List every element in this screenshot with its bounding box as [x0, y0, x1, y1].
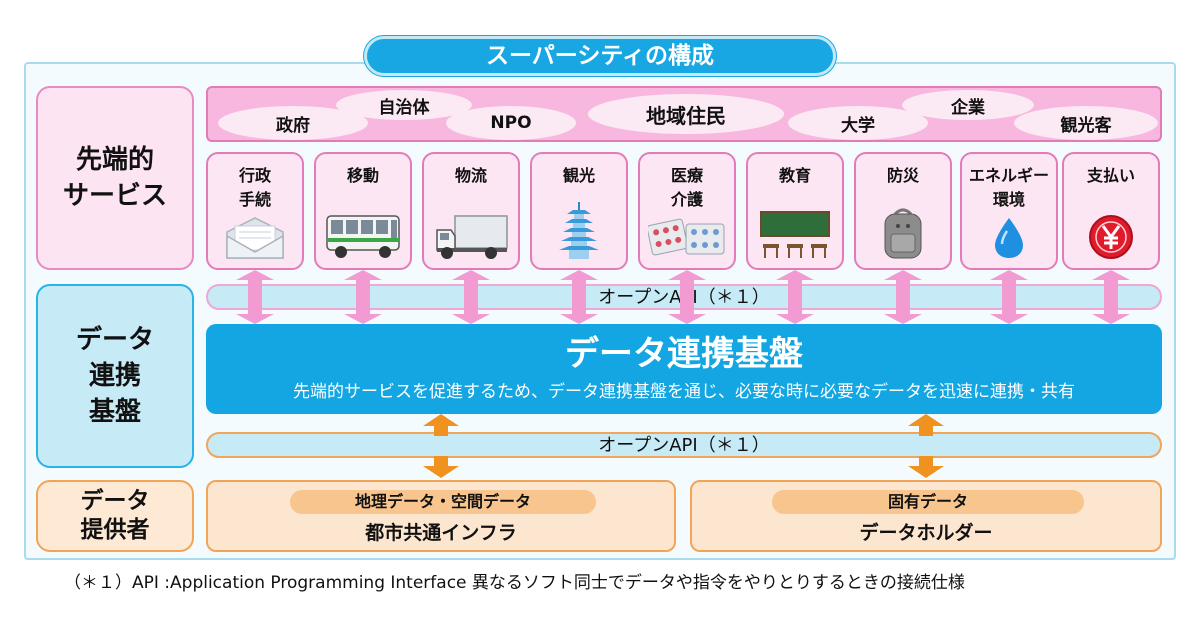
stakeholder-label: 企業 — [951, 97, 985, 118]
stakeholder-cloud: 大学 — [788, 106, 928, 140]
service-label: 物流 — [454, 166, 487, 185]
platform-subtitle: 先端的サービスを促進するため、データ連携基盤を通じ、必要な時に必要なデータを迅速… — [293, 382, 1075, 402]
layer-label-platform-text: データ 連携 基盤 — [75, 325, 154, 427]
service-card: 行政 手続 — [206, 152, 304, 270]
provider-box: 固有データ データホルダー — [690, 480, 1162, 552]
service-card: 移動 — [314, 152, 412, 270]
service-card: 物流 — [422, 152, 520, 270]
provider-box: 地理データ・空間データ 都市共通インフラ — [206, 480, 676, 552]
layer-label-services-text: 先端的 サービス — [62, 145, 167, 211]
pagoda-icon — [532, 202, 626, 260]
diagram-title: スーパーシティの構成 — [364, 36, 836, 76]
service-card: 支払い — [1062, 152, 1160, 270]
stakeholder-label: 政府 — [276, 115, 310, 136]
stakeholder-cloud: 観光客 — [1014, 106, 1158, 140]
provider-tag: 地理データ・空間データ — [290, 490, 596, 514]
service-card: 防災 — [854, 152, 952, 270]
backpack-icon — [856, 206, 950, 260]
stakeholder-label: 大学 — [841, 115, 875, 136]
stakeholder-cloud: 企業 — [902, 90, 1034, 120]
service-label: 医療 介護 — [670, 166, 703, 209]
service-label: 観光 — [562, 166, 595, 185]
envelope-icon — [208, 206, 302, 260]
stakeholder-cloud: 地域住民 — [588, 94, 784, 134]
stakeholder-label: 観光客 — [1060, 115, 1112, 136]
service-card: 医療 介護 — [638, 152, 736, 270]
data-platform-box: データ連携基盤 先端的サービスを促進するため、データ連携基盤を通じ、必要な時に必… — [206, 324, 1162, 414]
service-card: 観光 — [530, 152, 628, 270]
bus-icon — [316, 206, 410, 260]
layer-label-providers: データ 提供者 — [36, 480, 194, 552]
service-label: 教育 — [778, 166, 811, 185]
service-label: 支払い — [1086, 166, 1135, 185]
layer-label-services: 先端的 サービス — [36, 86, 194, 270]
layer-label-providers-text: データ 提供者 — [80, 488, 150, 543]
service-card: エネルギー 環境 — [960, 152, 1058, 270]
provider-name: 都市共通インフラ — [365, 522, 517, 544]
stakeholder-cloud: 自治体 — [336, 90, 472, 120]
provider-tag: 固有データ — [772, 490, 1084, 514]
pill-pack-icon — [640, 206, 734, 260]
stakeholders-band: 政府 自治体 NPO 地域住民 大学 企業 観光客 — [206, 86, 1162, 142]
open-api-bar-bottom: オープンAPI（＊１） — [206, 432, 1162, 458]
open-api-bar-top: オープンAPI（＊１） — [206, 284, 1162, 310]
stakeholder-cloud: NPO — [446, 106, 576, 140]
service-label: エネルギー 環境 — [968, 166, 1049, 209]
service-label: 行政 手続 — [238, 166, 271, 209]
stakeholder-label: 自治体 — [378, 97, 430, 118]
service-label: 移動 — [346, 166, 379, 185]
blackboard-icon — [748, 206, 842, 260]
footnote: （＊１）API :Application Programming Interfa… — [64, 573, 965, 593]
provider-name: データホルダー — [859, 522, 993, 544]
stakeholder-label: 地域住民 — [646, 103, 726, 128]
truck-icon — [424, 206, 518, 260]
layer-label-platform: データ 連携 基盤 — [36, 284, 194, 468]
stakeholder-label: NPO — [490, 113, 532, 133]
diagram-frame — [24, 62, 1176, 560]
platform-title: データ連携基盤 — [565, 334, 803, 374]
water-drop-icon — [962, 206, 1056, 260]
yen-coin-icon — [1064, 206, 1158, 260]
service-card: 教育 — [746, 152, 844, 270]
service-label: 防災 — [886, 166, 919, 185]
